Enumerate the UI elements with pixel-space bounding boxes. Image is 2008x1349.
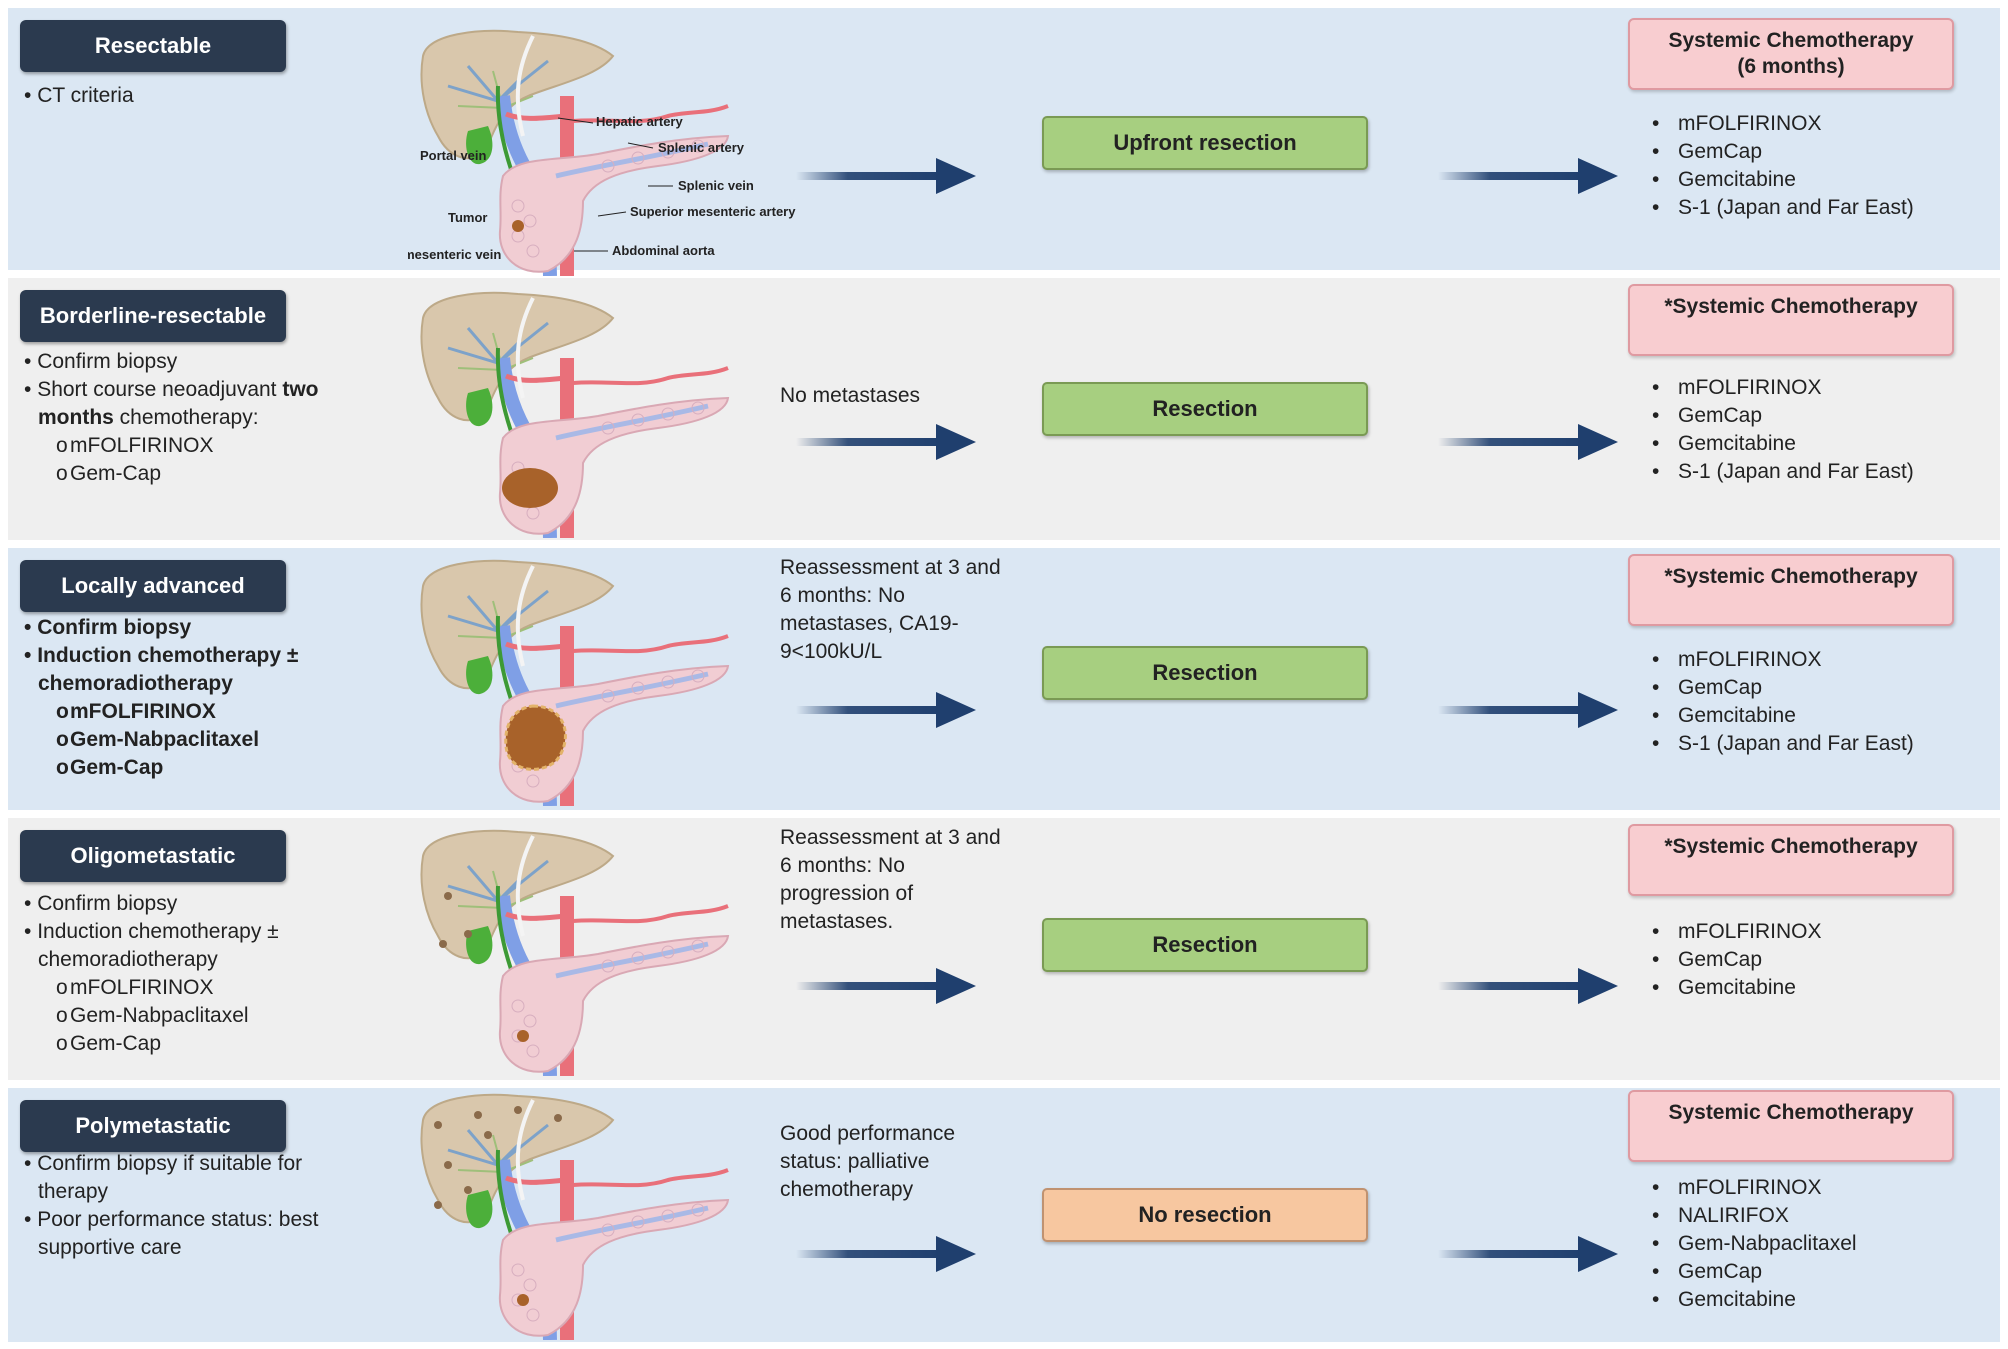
- criteria-item: Poor performance status: best supportive…: [24, 1206, 376, 1262]
- chemo-box: *Systemic Chemotherapy: [1628, 284, 1954, 356]
- anatomy-label: Abdominal aorta: [612, 243, 715, 258]
- drug-item: GemCap: [1648, 946, 1822, 974]
- drug-list: mFOLFIRINOX GemCap Gemcitabine S-1 (Japa…: [1648, 374, 1914, 486]
- arrow-right-icon: [796, 968, 976, 1004]
- stage-label: Borderline-resectable: [20, 290, 286, 342]
- drug-item: mFOLFIRINOX: [1648, 374, 1914, 402]
- criteria-subitem: Gem-Nabpaclitaxel: [24, 1002, 384, 1030]
- arrow-right-icon: [796, 158, 976, 194]
- drug-item: GemCap: [1648, 674, 1914, 702]
- anatomy-label: Superior mesenteric artery: [630, 204, 796, 219]
- drug-item: mFOLFIRINOX: [1648, 646, 1914, 674]
- drug-item: GemCap: [1648, 1258, 1857, 1286]
- action-box: No resection: [1042, 1188, 1368, 1242]
- drug-item: Gemcitabine: [1648, 430, 1914, 458]
- pancreas-anatomy-icon: Hepatic artery Splenic artery Portal vei…: [408, 26, 796, 276]
- action-box: Resection: [1042, 646, 1368, 700]
- drug-item: S-1 (Japan and Far East): [1648, 730, 1914, 758]
- chemo-title: *Systemic Chemotherapy: [1664, 565, 1918, 588]
- pancreas-anatomy-icon: [408, 556, 748, 806]
- row-borderline-resectable: Borderline-resectable Confirm biopsy Sho…: [8, 278, 2000, 540]
- criteria-item: Confirm biopsy: [24, 348, 384, 376]
- criteria-subitem: Gem-Cap: [24, 460, 384, 488]
- drug-item: GemCap: [1648, 402, 1914, 430]
- pancreas-anatomy-icon: [408, 288, 748, 538]
- arrow-right-icon: [796, 692, 976, 728]
- criteria-list: Confirm biopsy Induction chemotherapy ± …: [24, 614, 384, 782]
- condition-text: Reassessment at 3 and 6 months: No progr…: [780, 826, 1001, 933]
- chemo-box: *Systemic Chemotherapy: [1628, 824, 1954, 896]
- chemo-title: *Systemic Chemotherapy: [1664, 295, 1918, 318]
- stage-label: Locally advanced: [20, 560, 286, 612]
- drug-item: Gemcitabine: [1648, 974, 1822, 1002]
- drug-item: mFOLFIRINOX: [1648, 918, 1822, 946]
- criteria-subitem: Gem-Cap: [24, 754, 384, 782]
- criteria-item: Confirm biopsy if suitable for therapy: [24, 1150, 376, 1206]
- drug-item: mFOLFIRINOX: [1648, 110, 1914, 138]
- drug-item: Gemcitabine: [1648, 1286, 1857, 1314]
- arrow-right-icon: [1438, 692, 1618, 728]
- criteria-subitem: mFOLFIRINOX: [24, 432, 384, 460]
- arrow-right-icon: [1438, 424, 1618, 460]
- chemo-box: *Systemic Chemotherapy: [1628, 554, 1954, 626]
- stage-label: Oligometastatic: [20, 830, 286, 882]
- stage-label: Resectable: [20, 20, 286, 72]
- anatomy-label: Tumor: [448, 210, 487, 225]
- pancreas-anatomy-icon: [408, 1090, 748, 1340]
- chemo-title: *Systemic Chemotherapy: [1664, 835, 1918, 858]
- arrow-right-icon: [1438, 158, 1618, 194]
- anatomy-label: Splenic artery: [658, 140, 745, 155]
- arrow-right-icon: [1438, 1236, 1618, 1272]
- anatomy-label: Splenic vein: [678, 178, 754, 193]
- criteria-item: Confirm biopsy: [24, 890, 384, 918]
- drug-item: S-1 (Japan and Far East): [1648, 194, 1914, 222]
- criteria-item: Induction chemotherapy ± chemoradiothera…: [24, 642, 384, 698]
- criteria-subitem: Gem-Cap: [24, 1030, 384, 1058]
- drug-list: mFOLFIRINOX GemCap Gemcitabine: [1648, 918, 1822, 1002]
- condition-text: Good performance status: palliative chem…: [780, 1122, 956, 1201]
- drug-item: Gem-Nabpaclitaxel: [1648, 1230, 1857, 1258]
- action-box: Resection: [1042, 382, 1368, 436]
- chemo-box: Systemic Chemotherapy (6 months): [1628, 18, 1954, 90]
- action-box: Resection: [1042, 918, 1368, 972]
- chemo-title: Systemic Chemotherapy: [1668, 1101, 1914, 1124]
- criteria-item: CT criteria: [24, 82, 384, 110]
- drug-item: Gemcitabine: [1648, 166, 1914, 194]
- criteria-subitem: mFOLFIRINOX: [24, 698, 384, 726]
- drug-list: mFOLFIRINOX GemCap Gemcitabine S-1 (Japa…: [1648, 110, 1914, 222]
- arrow-right-icon: [796, 424, 976, 460]
- chemo-title: Systemic Chemotherapy (6 months): [1668, 29, 1914, 78]
- criteria-list: Confirm biopsy Short course neoadjuvant …: [24, 348, 384, 488]
- criteria-list: Confirm biopsy if suitable for therapy P…: [24, 1150, 376, 1262]
- criteria-item: Induction chemotherapy ± chemoradiothera…: [24, 918, 384, 974]
- row-resectable: Resectable CT criteria Hepatic artery Sp…: [8, 8, 2000, 270]
- anatomy-label: Portal vein: [420, 148, 487, 163]
- criteria-list: Confirm biopsy Induction chemotherapy ± …: [24, 890, 384, 1058]
- criteria-subitem: mFOLFIRINOX: [24, 974, 384, 1002]
- condition-text: No metastases: [780, 384, 921, 407]
- condition-text: Reassessment at 3 and 6 months: No metas…: [780, 556, 1001, 663]
- criteria-subitem: Gem-Nabpaclitaxel: [24, 726, 384, 754]
- chemo-box: Systemic Chemotherapy: [1628, 1090, 1954, 1162]
- drug-item: S-1 (Japan and Far East): [1648, 458, 1914, 486]
- pancreas-anatomy-icon: [408, 826, 748, 1076]
- drug-item: NALIRIFOX: [1648, 1202, 1857, 1230]
- drug-item: Gemcitabine: [1648, 702, 1914, 730]
- drug-item: mFOLFIRINOX: [1648, 1174, 1857, 1202]
- drug-item: GemCap: [1648, 138, 1914, 166]
- anatomy-label: Hepatic artery: [596, 114, 683, 129]
- row-locally-advanced: Locally advanced Confirm biopsy Inductio…: [8, 548, 2000, 810]
- arrow-right-icon: [796, 1236, 976, 1272]
- row-oligometastatic: Oligometastatic Confirm biopsy Induction…: [8, 818, 2000, 1080]
- stage-label: Polymetastatic: [20, 1100, 286, 1152]
- anatomy-label: Superior mesenteric vein: [408, 247, 501, 262]
- arrow-right-icon: [1438, 968, 1618, 1004]
- row-polymetastatic: Polymetastatic Confirm biopsy if suitabl…: [8, 1088, 2000, 1342]
- criteria-item: Short course neoadjuvant two months chem…: [24, 376, 384, 432]
- drug-list: mFOLFIRINOX GemCap Gemcitabine S-1 (Japa…: [1648, 646, 1914, 758]
- action-box: Upfront resection: [1042, 116, 1368, 170]
- criteria-item: Confirm biopsy: [24, 614, 384, 642]
- criteria-list: CT criteria: [24, 82, 384, 110]
- drug-list: mFOLFIRINOX NALIRIFOX Gem-Nabpaclitaxel …: [1648, 1174, 1857, 1314]
